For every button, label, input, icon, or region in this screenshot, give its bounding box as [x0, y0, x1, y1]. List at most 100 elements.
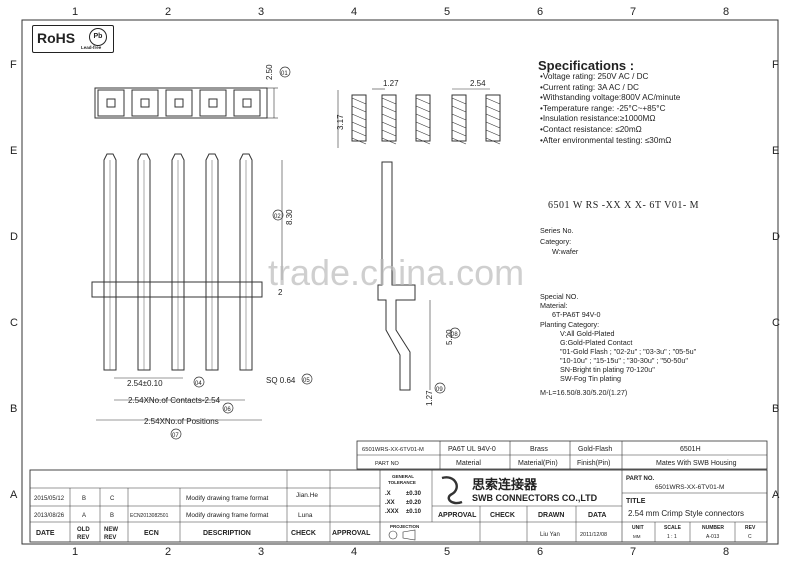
grid-row-label: C: [10, 317, 18, 329]
grid-col-label: 5: [444, 546, 450, 558]
planting-item: G:Gold-Plated Contact: [560, 338, 633, 347]
rev2-date: 2013/08/26: [34, 513, 65, 519]
section-view: 3.17 1.27 2.54: [336, 79, 501, 148]
svg-text:A-013: A-013: [706, 534, 720, 540]
grid-col-label: 6: [537, 6, 543, 18]
bom-partno: 6501WRS-XX-6TV01-M: [362, 447, 424, 453]
grid-row-label: B: [772, 403, 779, 415]
hdr-check: CHECK: [291, 530, 316, 537]
grid-row-label: F: [772, 59, 779, 71]
housing-top: [94, 87, 268, 119]
dim-830: 8.30: [285, 209, 294, 225]
svg-text:.XX: .XX: [385, 500, 395, 506]
pin-square: [140, 98, 150, 108]
grid-row-label: E: [10, 145, 17, 157]
hdr-approval: APPROVAL: [332, 530, 371, 537]
spec-item: Insulation resistance:≥1000MΩ: [540, 114, 680, 125]
specifications-list: Voltage rating: 250V AC / DCCurrent rati…: [540, 72, 680, 146]
grid-row-label: D: [772, 231, 780, 243]
grid-row-label: B: [10, 403, 17, 415]
pin: [205, 153, 219, 371]
svg-text:PART NO.: PART NO.: [626, 476, 655, 482]
grid-col-label: 5: [444, 6, 450, 18]
grid-col-label: 2: [165, 6, 171, 18]
series-label: Series No.: [540, 226, 574, 235]
pin-section: [351, 94, 367, 142]
hdr-desc: DESCRIPTION: [203, 530, 251, 537]
planting-item: SN-Bright tin plating 70-120u": [560, 365, 655, 374]
drawn-by: Liu Yan: [540, 532, 560, 538]
spec-item: Contact resistance: ≤20mΩ: [540, 125, 680, 136]
svg-text:UNIT: UNIT: [632, 525, 644, 531]
pin: [103, 153, 117, 371]
pin-pad: [97, 89, 125, 117]
svg-text:APPROVAL: APPROVAL: [438, 512, 477, 519]
drawing-frame: [21, 19, 779, 545]
title-partno: 6501WRS-XX-6TV01-M: [655, 484, 724, 491]
svg-text:±0.10: ±0.10: [406, 509, 422, 515]
dim-317: 3.17: [336, 114, 345, 130]
svg-text:NEW: NEW: [104, 527, 118, 533]
rev1-desc: Modify drawing frame format: [186, 495, 269, 502]
svg-text:06: 06: [224, 407, 231, 413]
rev1-date: 2015/05/12: [34, 496, 65, 502]
spec-item: Temperature range: -25°C~+85°C: [540, 104, 680, 115]
grid-col-label: 4: [351, 6, 357, 18]
svg-text:REV: REV: [77, 535, 89, 541]
svg-text:02: 02: [274, 214, 281, 220]
dim-positions: 2.54XNo.of Positions: [144, 417, 219, 426]
dim-2: 2: [278, 288, 283, 297]
svg-text:08: 08: [451, 332, 458, 338]
svg-text:REV: REV: [104, 535, 116, 541]
pin-square: [242, 98, 252, 108]
svg-text:GENERAL: GENERAL: [392, 474, 414, 479]
pin-pad: [131, 89, 159, 117]
grid-row-label: C: [772, 317, 780, 329]
rev2-check: Luna: [298, 512, 313, 519]
grid-row-label: A: [10, 489, 18, 501]
lead-free-icon: Pb: [89, 28, 107, 46]
category-value: W:wafer: [552, 247, 579, 256]
pin-section: [381, 94, 397, 142]
drawing-title: 2.54 mm Crimp Style connectors: [628, 509, 744, 518]
planting-item: "10-10u" ; "15-15u" ; "30-30u" ; "50-50u…: [560, 356, 688, 365]
svg-text:REV: REV: [745, 525, 756, 531]
part-code: 6501 W RS -XX X X- 6T V01- M: [548, 200, 700, 211]
pin-pad: [199, 89, 227, 117]
svg-text:±0.30: ±0.30: [406, 491, 422, 497]
projection-label: PROJECTION: [390, 524, 419, 529]
grid-col-label: 3: [258, 6, 264, 18]
pin-pad: [233, 89, 261, 117]
specifications-title: Specifications :: [538, 58, 635, 73]
hdr-ecn: ECN: [144, 530, 159, 537]
grid-col-label: 1: [72, 6, 78, 18]
pin: [171, 153, 185, 371]
grid-col-label: 2: [165, 546, 171, 558]
planting-item: SW-Fog Tin plating: [560, 374, 621, 383]
svg-text:07: 07: [172, 433, 179, 439]
watermark: trade.china.com: [268, 252, 525, 293]
svg-text:CHECK: CHECK: [490, 512, 515, 519]
pin-square: [106, 98, 116, 108]
svg-text:.X: .X: [385, 491, 391, 497]
grid-col-label: 7: [630, 6, 636, 18]
lead-free-label: Lead-free: [81, 45, 102, 50]
dim-520: 5.20: [445, 329, 454, 345]
svg-text:.XXX: .XXX: [385, 509, 399, 515]
svg-text:1 : 1: 1 : 1: [667, 534, 677, 540]
svg-text:C: C: [748, 534, 752, 540]
grid-row-label: E: [772, 145, 779, 157]
svg-text:OLD: OLD: [77, 527, 90, 533]
rohs-badge: RoHS Pb Lead-free: [32, 25, 114, 53]
rev2-old: A: [82, 513, 86, 519]
bom-h-material: Material: [456, 460, 481, 467]
dim-sq: SQ 0.64: [266, 376, 296, 385]
projection-symbol: [388, 530, 398, 540]
rev1-check: Jian.He: [296, 492, 318, 499]
planting-label: Planting Category:: [540, 320, 600, 329]
grid-col-label: 4: [351, 546, 357, 558]
grid-col-label: 8: [723, 546, 729, 558]
title-block: 2015/05/12 B C Modify drawing frame form…: [29, 469, 768, 543]
